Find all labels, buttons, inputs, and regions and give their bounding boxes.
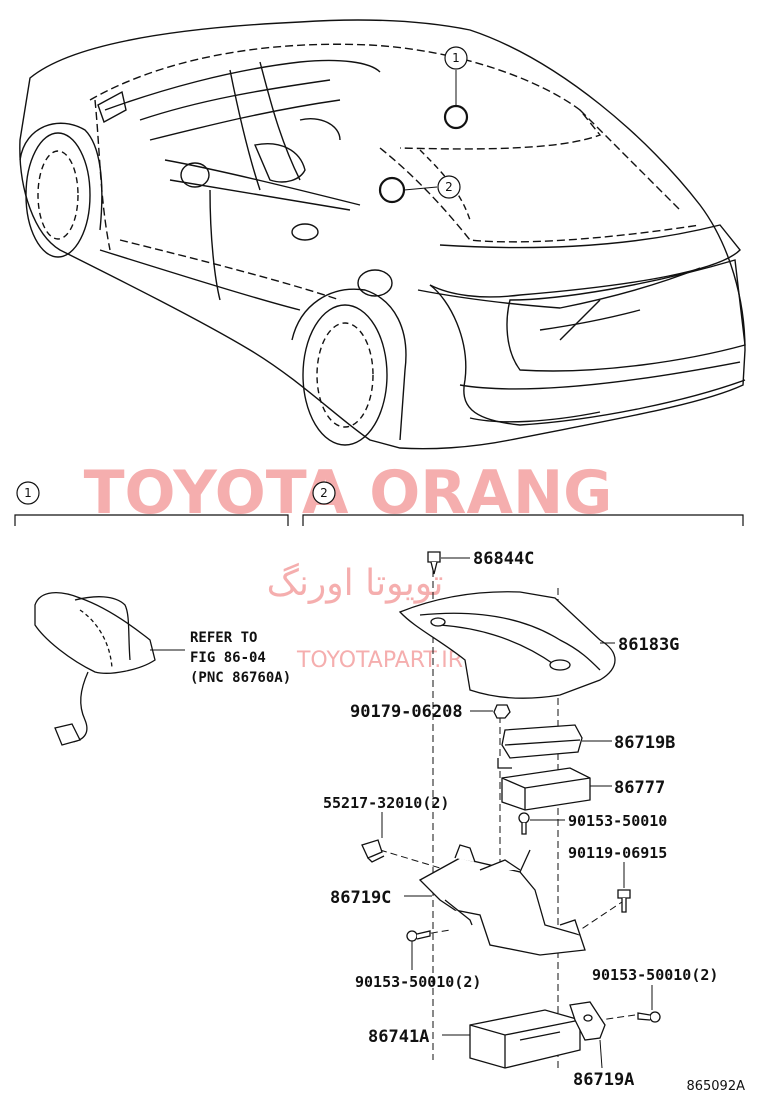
label-90153-50010-2-right[interactable]: 90153-50010(2) — [592, 966, 718, 984]
leader-86719A — [599, 1039, 603, 1069]
watermark-brand: TOYOTA ORANG — [84, 458, 613, 528]
callout-1-marker[interactable]: 1 — [443, 46, 469, 130]
part-90153-50010-screw[interactable] — [518, 812, 530, 835]
figure-code: 865092A — [686, 1079, 745, 1094]
callout-1-number-circle — [444, 46, 468, 70]
part-86719A-bracket[interactable] — [569, 1001, 606, 1041]
label-86719B[interactable]: 86719B — [614, 733, 675, 753]
shark-fin-antenna[interactable] — [34, 592, 185, 746]
refer-note-line1: REFER TO — [190, 630, 257, 646]
label-90153-50010-2-left[interactable]: 90153-50010(2) — [355, 973, 481, 991]
part-90153-50010-screw-left[interactable] — [406, 930, 431, 942]
section-1-bracket — [14, 514, 289, 526]
section-1-number: 1 — [24, 486, 32, 500]
watermark-url: TOYOTAPART.IR — [296, 648, 463, 673]
part-90179-06208-nut[interactable] — [493, 704, 511, 719]
label-90119-06915[interactable]: 90119-06915 — [568, 844, 667, 862]
callout-2-number-circle — [437, 175, 461, 199]
refer-note-line2[interactable]: FIG 86-04 — [190, 650, 266, 666]
part-86183G-cover[interactable] — [398, 591, 616, 699]
part-55217-32010-clip[interactable] — [361, 839, 385, 863]
label-86741A[interactable]: 86741A — [368, 1027, 429, 1047]
section-2-number: 2 — [320, 486, 328, 500]
label-86719A[interactable]: 86719A — [573, 1070, 634, 1090]
label-90153-50010[interactable]: 90153-50010 — [568, 812, 667, 830]
part-86777-module[interactable] — [501, 767, 591, 811]
label-90179-06208[interactable]: 90179-06208 — [350, 702, 463, 722]
part-86741A-module[interactable] — [469, 1009, 581, 1069]
part-86719C-bracket[interactable] — [418, 844, 586, 956]
section-1-header: 1 — [14, 481, 289, 526]
label-86844C[interactable]: 86844C — [473, 549, 534, 569]
section-2-bracket — [302, 514, 744, 526]
label-55217-32010[interactable]: 55217-32010(2) — [323, 794, 449, 812]
part-86844C-clip[interactable] — [427, 551, 441, 575]
part-86719B-bracket[interactable] — [497, 724, 583, 769]
part-90119-06915-bolt[interactable] — [617, 889, 631, 913]
label-86183G[interactable]: 86183G — [618, 635, 679, 655]
callout-1-number: 1 — [452, 51, 460, 65]
label-86777[interactable]: 86777 — [614, 778, 665, 798]
watermark-persian: تویوتا اورنگ — [267, 562, 444, 604]
car-illustration — [19, 19, 746, 450]
refer-note-line3: (PNC 86760A) — [190, 670, 291, 686]
part-90153-50010-screw-right[interactable] — [637, 1011, 661, 1023]
label-86719C[interactable]: 86719C — [330, 888, 391, 908]
callout-2-marker[interactable]: 2 — [378, 175, 461, 204]
section-2-header: 2 — [302, 481, 744, 526]
callout-2-number: 2 — [445, 180, 453, 194]
